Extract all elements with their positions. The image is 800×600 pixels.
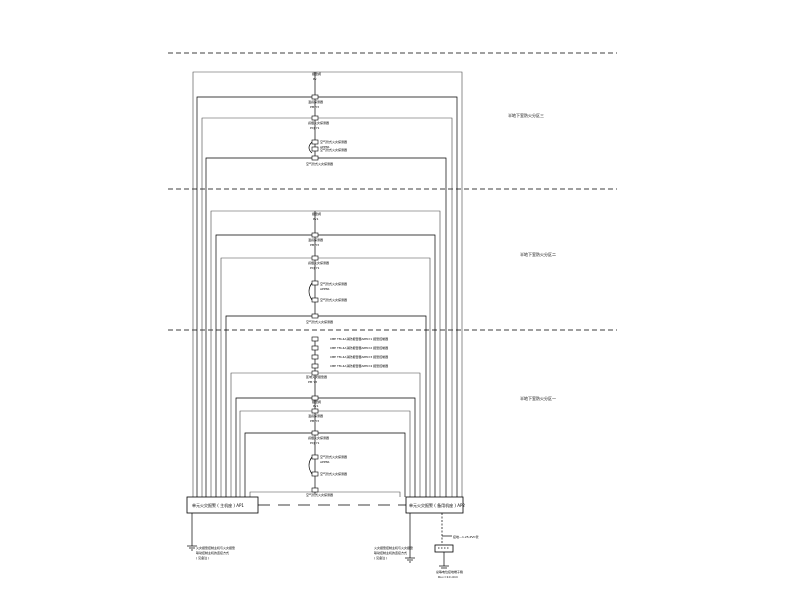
- device-label: 温感探测器: [308, 237, 323, 242]
- controller-label: CBE TM-4A消防报警器APPLY1 报警控制器: [330, 336, 388, 341]
- device-model: Pv1: [313, 404, 319, 408]
- controller-label: CBE TM-4A消防报警器APPLY4 报警控制器: [330, 363, 388, 368]
- device-model: PXJ Y1: [310, 126, 320, 130]
- device-label: 报警阀: [312, 71, 321, 76]
- device-label: 空气管式火灾探测器: [306, 161, 333, 166]
- device-label: 报警阀: [312, 399, 321, 404]
- note-right-line: 火灾报警控制主机与火灾报警: [374, 545, 413, 550]
- device-chain-floor-3: 报警阀 Pv 温感探测器 PM Y3 感烟火灾探测器 PXJ Y1 空气管式火灾…: [306, 71, 347, 166]
- device-node: [311, 297, 319, 303]
- panel-left-label: 单元火灾报警 ( 主机座 ) AP1: [192, 502, 244, 508]
- device-label: 感烟火灾探测器: [308, 435, 329, 440]
- device-node: [311, 345, 319, 351]
- device-label: 空气管式火灾探测器: [306, 319, 333, 324]
- cable-label: 接地—1.25,PVC管: [453, 534, 479, 539]
- device-node: [311, 313, 319, 319]
- right-ground: 火灾报警控制主机与火灾报警 联动控制主机的连接方式 ( 见备注 ): [374, 513, 415, 563]
- device-label: 温感探测器: [308, 99, 323, 104]
- device-node: [311, 395, 319, 401]
- ground-label: 总等电位接地端子箱: [436, 569, 463, 574]
- device-model: PXJ Y1: [310, 441, 320, 445]
- device-label: 空气管式火灾探测器: [306, 492, 333, 497]
- device-node: [311, 370, 319, 376]
- device-node: [311, 146, 319, 152]
- grounding-terminal: 接地—1.25,PVC管 总等电位接地端子箱 Rs<=10 ohm: [434, 513, 479, 579]
- terminal-box: [434, 544, 454, 553]
- device-node: [311, 354, 319, 360]
- device-node: [311, 487, 319, 493]
- note-left-line: 联动控制主机的连接方式: [196, 550, 229, 555]
- bus-loops: [192, 71, 463, 497]
- device-label: 空气管式火灾探测器: [320, 454, 347, 459]
- device-model: PM Y3: [310, 243, 319, 247]
- device-model: Pv1: [313, 217, 319, 221]
- note-right-line: 联动控制主机的连接方式: [374, 550, 407, 555]
- device-node: [311, 232, 319, 238]
- device-label: 空气管式火灾探测器: [320, 147, 347, 152]
- device-node: [311, 115, 319, 121]
- device-node: [311, 255, 319, 261]
- device-chain-floor-1: CBE TM-4A消防报警器APPLY1 报警控制器 CBE TM-4A消防报警…: [306, 336, 388, 497]
- device-node: [311, 139, 319, 145]
- device-node: [311, 155, 319, 161]
- device-label: 感烟火灾探测器: [308, 260, 329, 265]
- left-ground: 火灾报警控制主机与火灾报警 联动控制主机的连接方式 ( 见备注 ): [187, 513, 235, 560]
- controller-label: CBE TM-4A消防报警器APPLY3 报警控制器: [330, 354, 388, 359]
- note-left-line: 火灾报警控制主机与火灾报警: [196, 545, 235, 550]
- device-node: [311, 408, 319, 414]
- device-model: APPN1: [320, 460, 330, 464]
- note-left-line: ( 见备注 ): [196, 555, 209, 560]
- device-node: [311, 471, 319, 477]
- device-node: [311, 336, 319, 342]
- device-label: 感烟火灾探测器: [308, 120, 329, 125]
- device-node: [311, 363, 319, 369]
- device-label: 空气管式火灾探测器: [320, 281, 347, 286]
- device-chain-floor-2: 报警阀 Pv1 温感探测器 PM Y3 感烟火灾探测器 PXJ Y1 空气管式火…: [306, 211, 347, 324]
- device-label: 空气管式火灾探测器: [320, 471, 347, 476]
- controller-label: CBE TM-4A消防报警器APPLY2 报警控制器: [330, 345, 388, 350]
- floor-label-3: 半地下室防火分区三: [508, 112, 544, 118]
- panel-right-label: 单元火灾报警 ( 备用机座 ) AP2: [409, 502, 465, 508]
- device-label: 温感探测器: [308, 413, 323, 418]
- device-model: APPN1: [320, 145, 330, 149]
- device-model: PM Y3: [310, 419, 319, 423]
- panel-left: 单元火灾报警 ( 主机座 ) AP1: [186, 496, 259, 514]
- device-node: [311, 280, 319, 286]
- device-label: 空气管式火灾探测器: [320, 297, 347, 302]
- device-label: 区域火灾报警器: [306, 374, 327, 379]
- device-node: [311, 454, 319, 460]
- device-node: [311, 94, 319, 100]
- device-label: 空气管式火灾探测器: [320, 139, 347, 144]
- ground-label: Rs<=10 ohm: [438, 575, 458, 579]
- device-model: Pv: [313, 77, 317, 81]
- floor-label-1: 半地下室防火分区一: [520, 395, 556, 401]
- note-right-line: ( 见备注 ): [374, 555, 387, 560]
- device-label: 报警阀: [312, 211, 321, 216]
- device-model: PXJ Y1: [310, 266, 320, 270]
- device-model: APPN1: [320, 287, 330, 291]
- device-node: [311, 430, 319, 436]
- panel-right: 单元火灾报警 ( 备用机座 ) AP2: [405, 496, 465, 514]
- floor-label-2: 半地下室防火分区二: [520, 251, 556, 257]
- device-model: PM Y3: [308, 380, 317, 384]
- device-model: PM Y3: [310, 105, 319, 109]
